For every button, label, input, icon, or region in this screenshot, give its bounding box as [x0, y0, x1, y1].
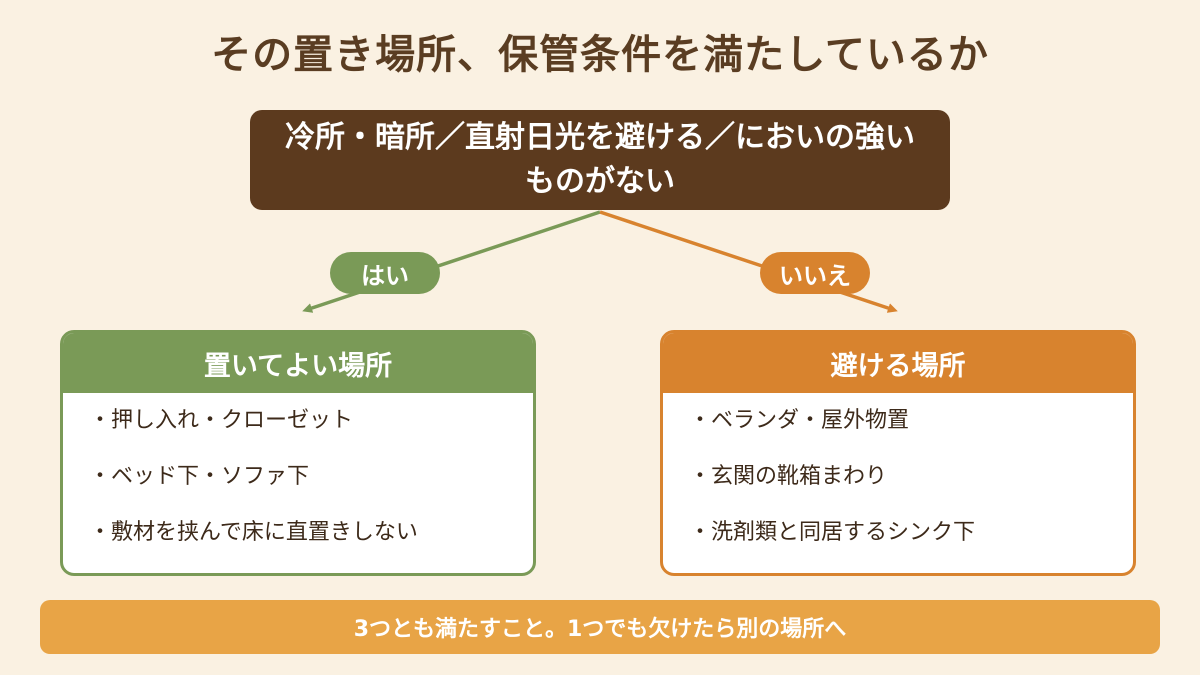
footer-note: 3つとも満たすこと。1つでも欠けたら別の場所へ [40, 600, 1160, 654]
question-box: 冷所・暗所／直射日光を避ける／においの強いものがない [250, 110, 950, 210]
ok-places-list: ・押し入れ・クローゼット ・ベッド下・ソファ下 ・敷材を挟んで床に直置きしない [63, 393, 533, 573]
ok-places-panel: 置いてよい場所 ・押し入れ・クローゼット ・ベッド下・ソファ下 ・敷材を挟んで床… [60, 330, 536, 576]
list-item: ・玄関の靴箱まわり [689, 464, 888, 489]
no-label: いいえ [760, 252, 870, 294]
yes-label: はい [330, 252, 440, 294]
list-item: ・敷材を挟んで床に直置きしない [89, 520, 418, 545]
ok-places-heading: 置いてよい場所 [63, 333, 533, 393]
page-title: その置き場所、保管条件を満たしているか [211, 32, 989, 78]
list-item: ・洗剤類と同居するシンク下 [689, 520, 976, 545]
list-item: ・ベッド下・ソファ下 [89, 464, 310, 489]
avoid-places-list: ・ベランダ・屋外物置 ・玄関の靴箱まわり ・洗剤類と同居するシンク下 [663, 393, 1133, 573]
avoid-places-heading: 避ける場所 [663, 333, 1133, 393]
question-text: 冷所・暗所／直射日光を避ける／においの強いものがない [285, 120, 915, 199]
list-item: ・ベランダ・屋外物置 [689, 408, 910, 433]
list-item: ・押し入れ・クローゼット [89, 408, 354, 433]
avoid-places-panel: 避ける場所 ・ベランダ・屋外物置 ・玄関の靴箱まわり ・洗剤類と同居するシンク下 [660, 330, 1136, 576]
